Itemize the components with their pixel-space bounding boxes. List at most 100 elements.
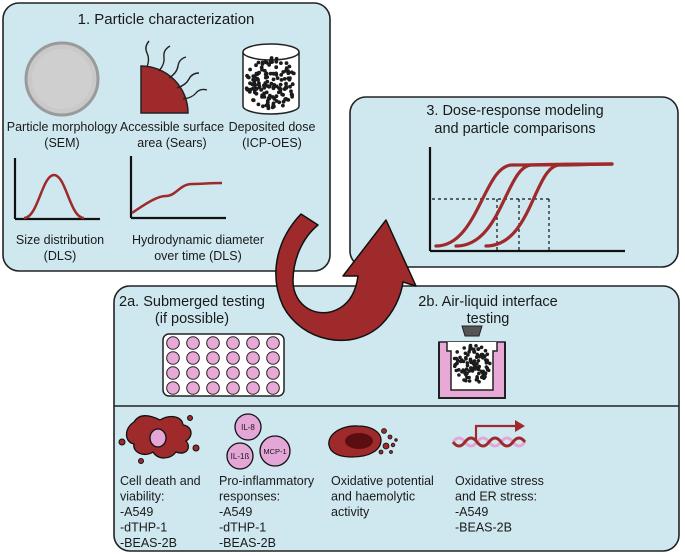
particle — [266, 103, 271, 108]
particle — [457, 373, 461, 377]
particle — [282, 77, 287, 81]
particle — [290, 82, 295, 87]
well — [226, 351, 240, 365]
particle — [483, 354, 487, 359]
particle — [460, 369, 464, 374]
surface-area-icon — [140, 40, 208, 114]
well — [266, 336, 280, 350]
particle — [284, 61, 289, 65]
ali-title-line2: testing — [467, 311, 510, 327]
il8-label: IL-8 — [241, 423, 255, 432]
well — [206, 336, 220, 350]
surface-label-line1: Accessible surface — [120, 120, 224, 134]
particle — [264, 71, 269, 76]
particle — [488, 361, 492, 366]
deposited-dose-icon — [242, 43, 300, 115]
particle — [476, 359, 481, 363]
dose-particles — [244, 56, 296, 111]
particle — [254, 63, 258, 68]
workflow-arrow-icon — [275, 213, 417, 342]
well — [166, 366, 180, 380]
endpoint-text-line: Cell death and — [120, 474, 201, 488]
panel-3-title-line2: and particle comparisons — [434, 121, 595, 137]
particle — [279, 61, 283, 65]
particle — [468, 358, 473, 363]
particle — [271, 77, 276, 82]
particle — [477, 371, 481, 376]
particle — [280, 92, 284, 97]
well — [246, 381, 260, 395]
endpoint-text-line: -A549 — [219, 505, 252, 519]
particle — [475, 362, 479, 366]
particle — [281, 103, 285, 108]
particle — [462, 346, 467, 350]
well — [166, 351, 180, 365]
particle — [473, 367, 478, 371]
il1b-label: IL-1ß — [231, 452, 250, 461]
particle — [254, 91, 259, 96]
particle — [477, 364, 482, 369]
well — [266, 366, 280, 380]
particle — [264, 90, 269, 95]
particle — [483, 348, 488, 353]
particle — [276, 90, 281, 95]
particle — [479, 345, 484, 350]
well — [246, 351, 260, 365]
sem-label-line1: Particle morphology — [7, 120, 118, 134]
well — [246, 366, 260, 380]
particle — [479, 369, 484, 374]
particle — [274, 71, 278, 76]
submerged-title-line2: (if possible) — [155, 311, 229, 327]
endpoint-text-line: -BEAS-2B — [455, 521, 512, 535]
dead-cell-icon — [118, 415, 200, 464]
particle — [289, 92, 294, 97]
particle — [458, 359, 463, 364]
particle — [277, 86, 281, 90]
panel-2-testing: 2a. Submerged testing (if possible) 2b. … — [113, 285, 680, 552]
ali-title-line1: 2b. Air-liquid interface — [418, 294, 557, 310]
particle — [271, 71, 276, 76]
particle — [257, 70, 261, 75]
submerged-title-line1: 2a. Submerged testing — [119, 294, 265, 310]
particle — [256, 78, 260, 82]
dose-label-line2: (ICP-OES) — [242, 136, 302, 150]
particle — [274, 59, 279, 64]
particle — [463, 370, 467, 374]
particle — [278, 82, 283, 87]
particle — [251, 74, 256, 79]
particle — [467, 375, 471, 380]
cytokine-icon: IL-8 IL-1ß MCP-1 — [226, 413, 291, 470]
size-label-line1: Size distribution — [16, 233, 104, 247]
hydro-label-line1: Hydrodynamic diameter — [132, 233, 264, 247]
particle — [260, 60, 265, 65]
particle — [464, 357, 468, 361]
particle — [288, 76, 292, 81]
particle — [261, 94, 266, 98]
well — [246, 336, 260, 350]
panel-1-characterization: 1. Particle characterization Particle mo… — [2, 2, 331, 272]
particle — [458, 355, 462, 360]
particle — [461, 359, 466, 364]
red-blood-cell-icon — [328, 425, 398, 458]
particle — [466, 353, 470, 357]
particle — [268, 71, 273, 76]
particle — [261, 104, 265, 109]
sem-particle-icon — [24, 41, 100, 117]
particle — [262, 83, 267, 88]
dna-transcription-icon — [451, 420, 527, 448]
particle — [245, 73, 250, 78]
endpoint-text-line: -BEAS-2B — [120, 536, 177, 550]
well-plate-icon — [162, 333, 285, 397]
particle — [468, 343, 473, 348]
endpoint-text-line: -dTHP-1 — [120, 521, 167, 535]
particle — [284, 84, 289, 89]
particle — [472, 350, 477, 354]
particle — [260, 67, 264, 72]
particle — [248, 67, 253, 72]
particle — [475, 377, 479, 381]
particle — [475, 352, 480, 357]
particle — [277, 100, 282, 105]
particle — [248, 81, 252, 86]
particle — [266, 106, 271, 111]
hydrodynamic-diameter-plot-icon — [129, 156, 226, 220]
